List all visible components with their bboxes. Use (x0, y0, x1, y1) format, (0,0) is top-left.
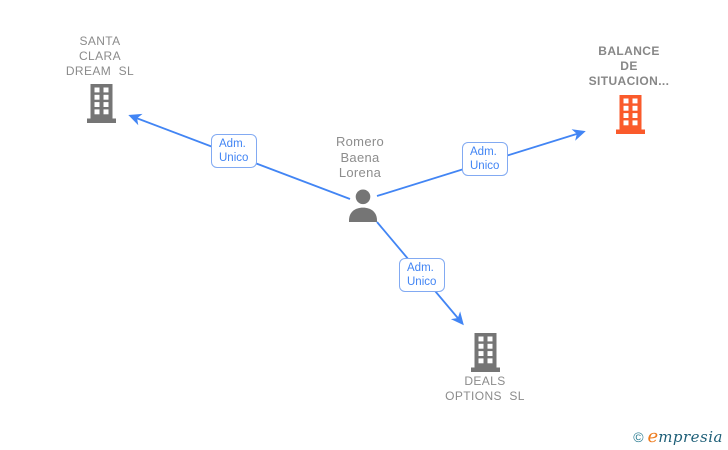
copyright-symbol: © (633, 429, 644, 445)
node-company-deals-options-sl[interactable]: DEALS OPTIONS SL (420, 374, 550, 404)
person-name-line: Lorena (338, 165, 382, 180)
person-name-line: Baena (340, 149, 380, 165)
empresia-logo-text: empresia (647, 426, 723, 447)
edge-label-line: Unico (470, 160, 500, 172)
building-icon[interactable] (87, 84, 116, 128)
edge-label-adm-unico: Adm. Unico (399, 258, 445, 292)
edge-label-line: Adm. (219, 138, 246, 150)
person-icon[interactable] (347, 189, 379, 227)
company-name-line: CLARA (78, 49, 121, 63)
company-name-line: SANTA (79, 34, 121, 48)
company-name-line: SITUACION... (588, 74, 670, 88)
company-name-line: DEALS (464, 374, 506, 388)
person-name-line: Romero (335, 134, 385, 149)
empresia-watermark-link[interactable]: © empresia (633, 426, 723, 447)
edge-label-line: Unico (219, 152, 249, 164)
building-icon-highlighted[interactable] (616, 95, 645, 139)
company-name-line: DREAM SL (65, 64, 135, 78)
edge-label-adm-unico: Adm. Unico (462, 142, 508, 176)
company-name-line: BALANCE (598, 44, 660, 58)
building-icon[interactable] (471, 333, 500, 377)
node-company-santa-clara-dream-sl[interactable]: SANTA CLARA DREAM SL (35, 34, 165, 79)
edge-label-line: Unico (407, 276, 437, 288)
node-person-romero-baena-lorena[interactable]: Romero Baena Lorena (295, 134, 425, 181)
company-name-line: DE (620, 59, 638, 73)
company-name-line: OPTIONS SL (445, 389, 525, 403)
node-company-balance-de-situacion[interactable]: BALANCE DE SITUACION... (564, 44, 694, 89)
edge-label-line: Adm. (407, 262, 434, 274)
edge-label-line: Adm. (470, 146, 497, 158)
edge-label-adm-unico: Adm. Unico (211, 134, 257, 168)
